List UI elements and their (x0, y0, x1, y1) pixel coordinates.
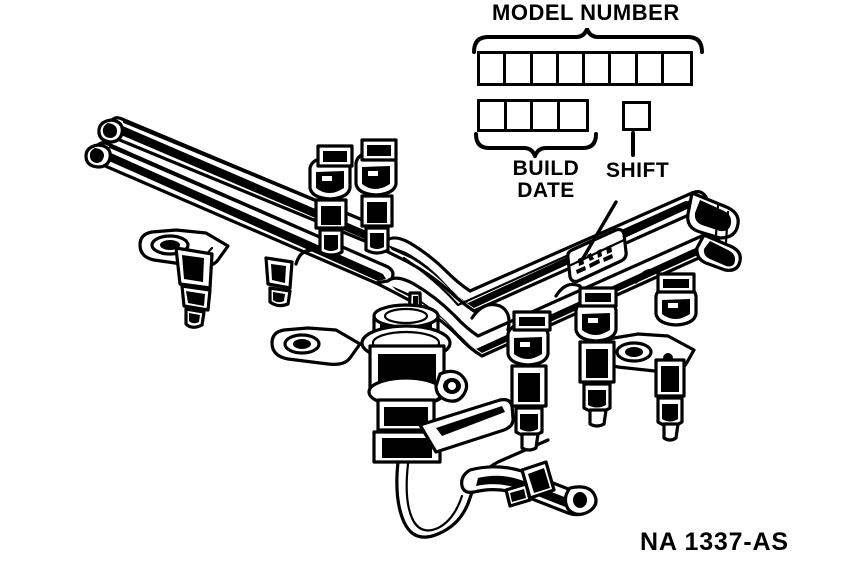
build-date-label-line-2: DATE (517, 178, 575, 202)
build-date-label: BUILD DATE (498, 158, 594, 202)
model-number-cell-7[interactable] (637, 54, 664, 83)
build-date-cell-3[interactable] (533, 102, 560, 129)
model-number-cell-4[interactable] (558, 54, 586, 83)
fuel-injector-2 (264, 256, 294, 308)
model-number-cell-3[interactable] (532, 54, 559, 83)
tag-leader-line-icon (580, 200, 618, 262)
rail-injector-clamps (316, 138, 696, 332)
model-number-cell-1[interactable] (480, 54, 507, 83)
model-number-cell-2[interactable] (506, 54, 533, 83)
build-date-cell-1[interactable] (480, 102, 507, 129)
injector-feed-stubs (294, 248, 660, 332)
part-number-label: NA 1337-AS (640, 528, 789, 556)
build-date-cell-4[interactable] (559, 102, 587, 129)
fuel-pressure-regulator (360, 291, 515, 464)
model-number-label: MODEL NUMBER (492, 0, 680, 25)
model-number-cell-6[interactable] (611, 54, 638, 83)
fuel-injector-7 (654, 283, 698, 442)
model-number-cell-5[interactable] (585, 54, 612, 83)
fuel-injector-1 (174, 246, 214, 329)
shift-tick-icon (631, 131, 635, 157)
fuel-injector-6 (574, 297, 618, 428)
build-date-brace-icon (474, 132, 598, 158)
build-date-cell-2[interactable] (506, 102, 534, 129)
rail-end-cap-left (84, 118, 124, 169)
build-date-code-boxes[interactable] (477, 99, 589, 132)
shift-code-box[interactable] (622, 101, 651, 131)
model-number-cell-8[interactable] (663, 54, 691, 83)
fuel-return-line (460, 460, 598, 517)
fuel-injector-5 (506, 321, 550, 452)
build-date-label-line-1: BUILD (512, 157, 580, 180)
model-number-code-boxes[interactable] (477, 51, 693, 86)
shift-label: SHIFT (606, 159, 670, 182)
rail-id-tag (566, 227, 628, 284)
model-number-brace-icon (472, 28, 704, 54)
rail-end-fitting-right (686, 191, 742, 272)
